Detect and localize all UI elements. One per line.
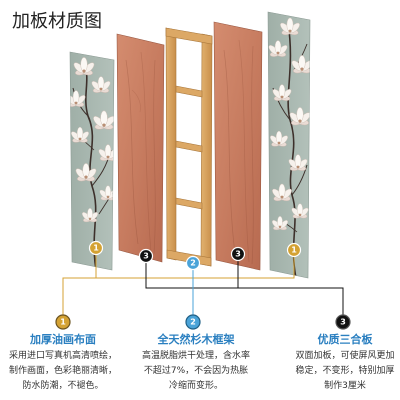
frame-crossbar xyxy=(175,197,203,210)
feature-marker-1: 1 xyxy=(55,314,71,330)
marker-number: 1 xyxy=(93,244,99,253)
plywood-panel-left xyxy=(116,33,165,263)
marker-canvas-left: 1 xyxy=(88,240,104,256)
feature-description-line: 高温脱脂烘干处理，含水率 xyxy=(141,351,250,361)
feature-canvas: 加厚油画布面 采用进口写真机高清喷绘， 制作画面，色彩艳丽清晰， 防水防潮，不褪… xyxy=(3,333,123,394)
marker-frame: 2 xyxy=(185,255,201,271)
feature-description-line: 冷缩而变形。 xyxy=(168,381,223,391)
feature-marker-2: 2 xyxy=(185,314,201,330)
feature-heading: 优质三合板 xyxy=(317,333,373,346)
feature-heading: 全天然杉木框架 xyxy=(157,333,235,346)
marker-number: 2 xyxy=(190,259,196,268)
painted-canvas-panel-left xyxy=(69,51,115,271)
feature-frame: 全天然杉木框架 高温脱脂烘干处理，含水率 不超过7%，不会因为热胀 冷缩而变形。 xyxy=(136,333,256,394)
connector-canvas xyxy=(62,254,295,315)
feature-description-line: 不超过7%，不会因为热胀 xyxy=(143,366,249,376)
feature-description-line: 制作3厘米 xyxy=(324,381,366,391)
feature-description-line: 防水防潮，不褪色。 xyxy=(22,381,104,391)
marker-plywood-left: 3 xyxy=(138,248,154,264)
marker-number: 3 xyxy=(143,252,149,261)
marker-number: 3 xyxy=(235,250,241,259)
feature-description-line: 制作画面，色彩艳丽清晰， xyxy=(8,366,117,376)
feature-description-line: 采用进口写真机高清喷绘， xyxy=(8,351,117,361)
fir-wood-frame xyxy=(165,27,213,267)
frame-right-rail xyxy=(200,33,213,267)
feature-description-line: 稳定，不变形，特别加厚 xyxy=(295,366,395,376)
marker-plywood-right: 3 xyxy=(230,246,246,262)
painted-canvas-panel-right xyxy=(267,11,311,279)
frame-crossbar xyxy=(175,140,203,153)
feature-number: 2 xyxy=(190,318,196,327)
feature-description-line: 双面加板，可使屏风更加 xyxy=(295,351,395,361)
magnolia-painting xyxy=(268,17,310,278)
frame-left-rail xyxy=(165,27,177,261)
feature-number: 1 xyxy=(60,318,66,327)
connector-plywood xyxy=(145,260,344,315)
marker-canvas-right: 1 xyxy=(286,242,302,258)
feature-number: 3 xyxy=(340,318,346,327)
magnolia-painting xyxy=(70,56,114,270)
marker-number: 1 xyxy=(291,246,297,255)
feature-heading: 加厚油画布面 xyxy=(30,333,96,346)
feature-plywood: 优质三合板 双面加板，可使屏风更加 稳定，不变形，特别加厚 制作3厘米 xyxy=(290,333,400,394)
frame-top-bar xyxy=(165,27,213,45)
feature-marker-3: 3 xyxy=(335,314,351,330)
page-title: 加板材质图 xyxy=(12,11,102,32)
plywood-panel-right xyxy=(213,21,263,271)
frame-crossbar xyxy=(175,85,203,98)
